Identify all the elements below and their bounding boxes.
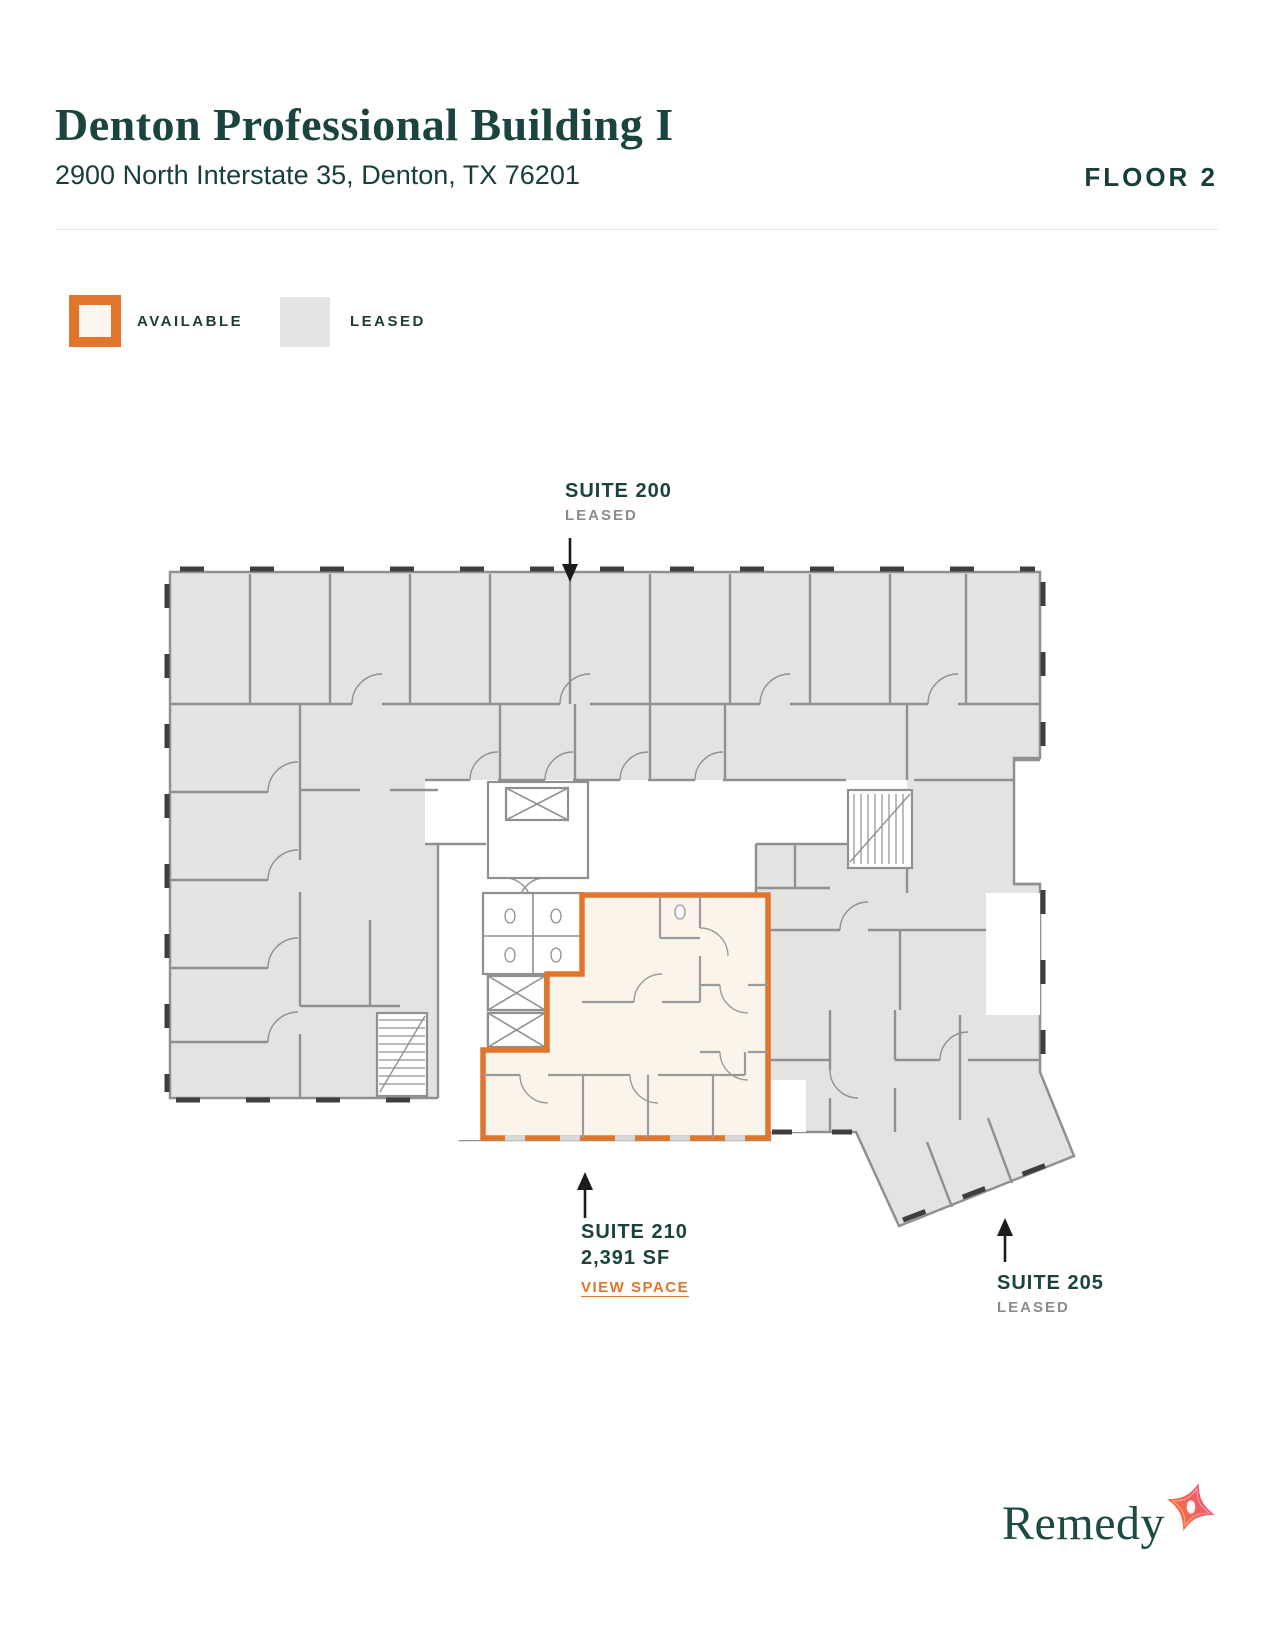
suite-200-arrow <box>562 538 578 582</box>
legend-leased-swatch <box>280 297 330 347</box>
suite-210-walls <box>483 895 768 1138</box>
elevator-core <box>486 780 590 1049</box>
stairwell-right <box>846 788 914 870</box>
suite-210-region[interactable] <box>480 892 771 1141</box>
stairwell-left <box>375 1011 429 1098</box>
suite-205-callout: SUITE 205 LEASED <box>997 1270 1104 1316</box>
suite-205-arrow <box>997 1218 1013 1262</box>
page-title: Denton Professional Building I <box>55 99 674 150</box>
suite-210-name: SUITE 210 <box>581 1221 688 1243</box>
remedy-logo-text: Remedy <box>1002 1497 1165 1550</box>
floor-label: FLOOR 2 <box>1084 162 1218 192</box>
window-ticks <box>164 566 1071 1223</box>
suite-205-name: SUITE 205 <box>997 1272 1104 1294</box>
header-divider <box>55 229 1218 230</box>
legend-leased-label: LEASED <box>350 313 426 330</box>
interior-walls <box>170 574 1040 1208</box>
suite-210-arrow <box>577 1172 593 1218</box>
suite-200-status: LEASED <box>565 507 638 524</box>
view-space-link[interactable]: VIEW SPACE <box>581 1279 690 1296</box>
legend-available-swatch <box>69 295 121 347</box>
building-address: 2900 North Interstate 35, Denton, TX 762… <box>55 160 580 190</box>
legend-available-label: AVAILABLE <box>137 313 244 330</box>
door-arcs <box>267 673 969 1099</box>
suite-200-callout: SUITE 200 LEASED <box>565 478 672 524</box>
suite-200-name: SUITE 200 <box>565 480 672 502</box>
suite-210-callout: SUITE 210 2,391 SF VIEW SPACE <box>581 1219 689 1297</box>
restrooms <box>481 891 585 976</box>
remedy-logo-icon <box>1167 1483 1215 1531</box>
toilet-icons <box>504 908 562 963</box>
suite-205-status: LEASED <box>997 1299 1070 1316</box>
suite-210-area: 2,391 SF <box>581 1247 671 1269</box>
